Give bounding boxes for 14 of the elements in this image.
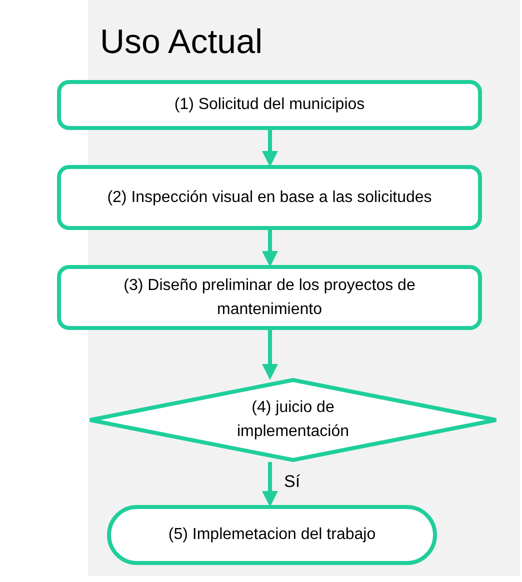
node-text: (3) Diseño preliminar de los proyectos de mantenimiento [122, 276, 416, 320]
arrow [262, 130, 278, 167]
title: Uso Actual [100, 22, 263, 63]
process-box [57, 265, 482, 330]
node-text: (1) Solicitud del municipios [174, 95, 365, 115]
arrow [262, 230, 278, 267]
arrow [262, 462, 278, 507]
node-text: (2) Inspección visual en base a las solicitudes [107, 188, 432, 208]
process-box [57, 165, 482, 230]
process-box [57, 80, 482, 130]
node-text: (5) Implemetacion del trabajo [168, 525, 376, 545]
decision-diamond [88, 378, 498, 462]
node-text: (4) juicio de implementación [236, 398, 350, 442]
arrow [262, 330, 278, 380]
